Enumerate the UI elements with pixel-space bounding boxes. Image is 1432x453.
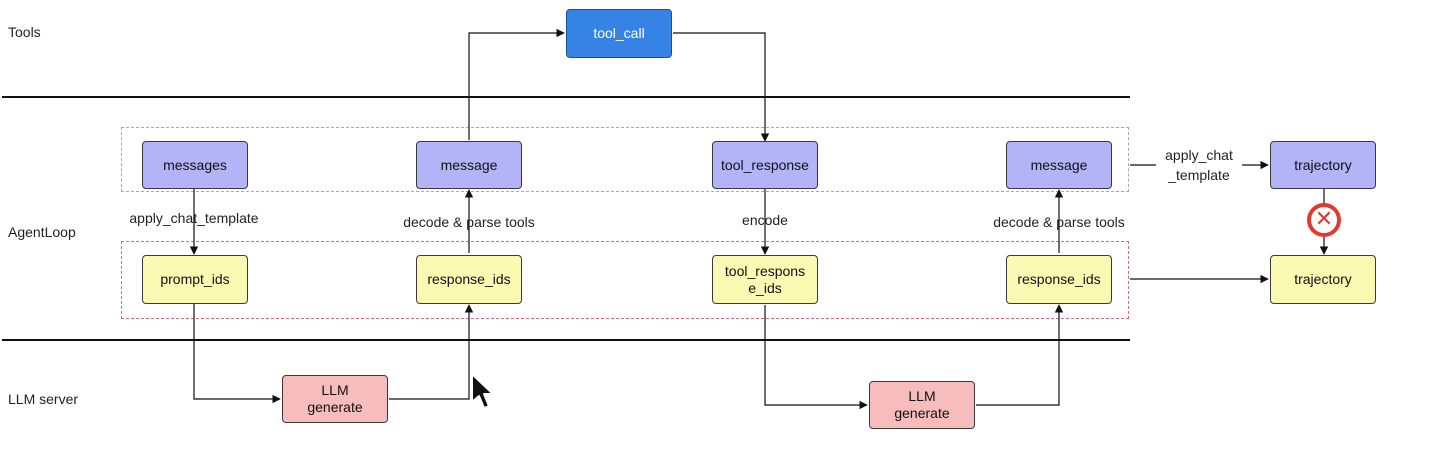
lane-divider-top [2,96,1130,98]
edge-label-apply-chat-template: apply_chat_template [129,210,259,226]
node-message-1: message [416,141,522,189]
lane-label-llm-server: LLM server [8,391,79,407]
node-llm-generate-2: LLM generate [869,381,975,429]
edge-label-encode: encode [742,212,788,228]
node-llm-generate-1: LLM generate [282,375,388,423]
edge-label-apply-chat-template-2: apply_chat _template [1165,147,1233,183]
edge-label-decode-parse-1: decode & parse tools [403,214,535,230]
node-messages: messages [142,141,248,189]
node-prompt-ids: prompt_ids [142,255,248,304]
mouse-pointer-icon [471,373,494,409]
token-ids-group [121,241,1129,319]
node-trajectory-bottom: trajectory [1270,255,1376,304]
message-group [121,127,1129,192]
cancel-icon: ✕ [1307,203,1341,237]
node-message-2: message [1006,141,1112,189]
lane-label-agentloop: AgentLoop [8,224,76,240]
node-tool-response: tool_response [712,141,818,189]
node-tool-response-ids: tool_respons e_ids [712,255,818,304]
lane-divider-bottom [2,339,1130,341]
node-trajectory-top: trajectory [1270,141,1376,189]
node-response-ids-1: response_ids [416,255,522,304]
edge-label-decode-parse-2: decode & parse tools [993,214,1125,230]
lane-label-tools: Tools [8,24,41,40]
node-tool-call: tool_call [566,9,672,58]
node-response-ids-2: response_ids [1006,255,1112,304]
